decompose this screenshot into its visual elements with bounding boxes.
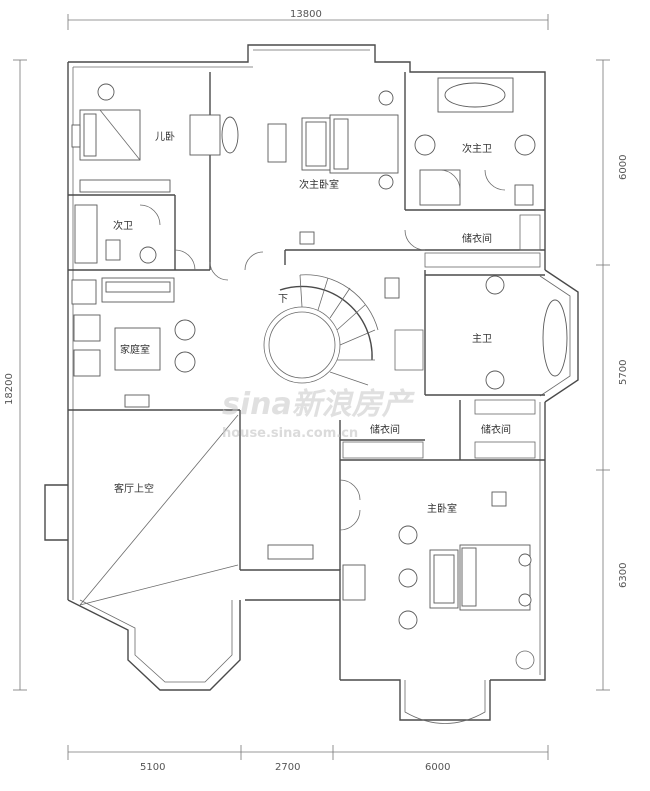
label-closet-mid-left: 储衣间 — [370, 423, 400, 436]
dimension-right: 6000 5700 6300 — [596, 59, 629, 691]
master-bath-furniture — [384, 275, 568, 390]
watermark-brand: sina新浪房产 — [222, 387, 416, 422]
label-living-void: 客厅上空 — [114, 482, 154, 495]
label-master-bedroom: 主卧室 — [427, 502, 457, 515]
stair-label: 下 — [278, 294, 288, 305]
second-bath-furniture — [74, 204, 157, 264]
dimension-bottom-3: 6000 — [425, 762, 450, 773]
dimension-left: 18200 — [4, 59, 27, 691]
second-master-bath-furniture — [414, 77, 536, 206]
dimension-bottom-2: 2700 — [275, 762, 300, 773]
dimension-bottom: 5100 2700 6000 — [67, 745, 549, 773]
dimension-top-label: 13800 — [290, 9, 322, 20]
dimension-left-label: 18200 — [4, 373, 15, 405]
label-second-bath: 次卫 — [113, 219, 133, 232]
label-closet-mid-right: 储衣间 — [481, 423, 511, 436]
spiral-stair: 下 — [263, 274, 379, 386]
label-second-master-bath: 次主卫 — [462, 142, 492, 155]
watermark: sina新浪房产 house.sina.com.cn — [222, 387, 416, 441]
label-second-master-bedroom: 次主卧室 — [299, 178, 339, 191]
label-master-bath: 主卫 — [472, 333, 492, 345]
room-labels: 儿卧 次主卧室 次主卫 次卫 储衣间 家庭室 主卫 储衣间 储衣间 客厅上空 主… — [113, 130, 511, 515]
dimension-bottom-1: 5100 — [140, 762, 165, 773]
dimension-top: 13800 — [67, 9, 549, 30]
watermark-url: house.sina.com.cn — [222, 426, 358, 441]
dimension-right-1: 6000 — [618, 155, 629, 180]
dimension-right-2: 5700 — [618, 360, 629, 385]
second-master-bedroom-furniture — [267, 90, 399, 245]
living-void-lines — [79, 414, 239, 606]
closet-upper-furniture — [424, 214, 541, 268]
kids-bedroom-furniture — [71, 83, 239, 193]
label-closet-upper: 储衣间 — [462, 232, 492, 245]
dimension-right-3: 6300 — [618, 563, 629, 588]
master-bedroom-furniture — [267, 491, 535, 670]
family-room-furniture — [71, 277, 196, 408]
closets-middle-furniture — [342, 399, 536, 459]
label-family-room: 家庭室 — [120, 343, 150, 356]
label-kids-bedroom: 儿卧 — [155, 130, 175, 143]
